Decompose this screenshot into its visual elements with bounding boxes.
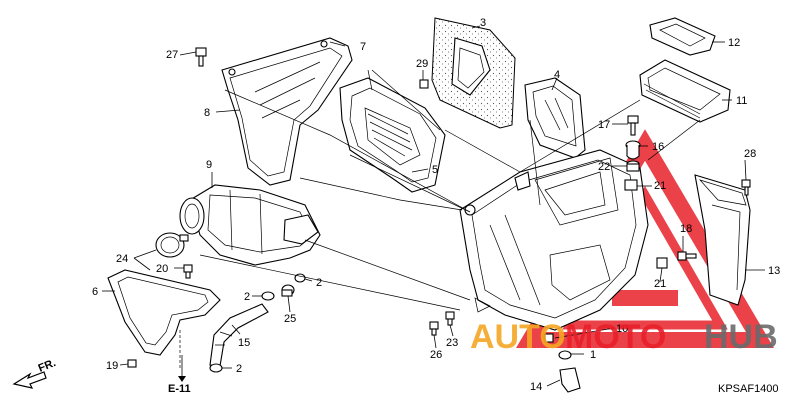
connecting-tube	[179, 184, 321, 266]
gasket	[107, 269, 221, 356]
front-direction-arrow: FR.	[12, 357, 58, 389]
callout-23: 23	[446, 337, 458, 349]
callout-19: 19	[106, 360, 118, 372]
clamp-1	[558, 350, 572, 360]
hose-clip-lower	[209, 363, 223, 373]
washer-21-lower	[656, 257, 668, 269]
air-cleaner-cover	[221, 37, 353, 186]
callout-8: 8	[204, 107, 210, 119]
screw-26	[429, 321, 439, 336]
duct-cap	[649, 17, 716, 56]
bolt-27	[195, 47, 207, 67]
screw-19	[127, 359, 137, 368]
watermark-text: AUTO MOTO HUB	[470, 318, 778, 356]
screw-20	[183, 264, 193, 279]
callout-18: 18	[680, 223, 692, 235]
callout-25: 25	[284, 313, 296, 325]
callout-21-upper: 21	[654, 180, 666, 192]
screw-23	[445, 311, 455, 326]
callout-2-lower: 2	[236, 363, 242, 375]
clip-25	[281, 284, 295, 297]
intake-duct	[639, 59, 731, 123]
callout-2-right: 2	[316, 277, 322, 289]
diagram-code: KPSAF1400	[718, 383, 779, 395]
callout-10: 10	[616, 323, 628, 335]
watermark-word-moto: MOTO	[565, 318, 666, 356]
element-frame	[339, 69, 446, 193]
callout-11: 11	[736, 95, 747, 107]
callout-3: 3	[480, 17, 486, 29]
drain-plug-14	[559, 367, 581, 393]
watermark-word-auto: AUTO	[470, 318, 566, 356]
collar-22	[626, 160, 640, 172]
filter-element	[431, 17, 516, 129]
band-clamp	[155, 232, 189, 258]
callout-28: 28	[744, 148, 756, 160]
reference-label: E-11	[168, 383, 191, 395]
callout-21-lower: 21	[654, 278, 666, 290]
reference-marker: E-11	[168, 355, 191, 395]
callout-4: 4	[554, 69, 560, 81]
leader-lines	[102, 25, 765, 387]
callout-5: 5	[432, 164, 438, 176]
callout-labels: 1 2 2 2 3 4 5 6 7 8 9 10 11 12 13 14 15 …	[92, 17, 780, 393]
callout-12: 12	[728, 37, 740, 49]
duct-frame	[524, 77, 586, 159]
grommet-16	[625, 140, 641, 160]
callout-17: 17	[598, 119, 610, 131]
callout-15: 15	[238, 337, 250, 349]
washer-21-upper	[624, 179, 638, 191]
callout-26: 26	[430, 349, 442, 361]
callout-1: 1	[590, 349, 596, 361]
callout-16: 16	[652, 141, 664, 153]
callout-29: 29	[416, 58, 428, 70]
drain-hose	[209, 303, 269, 367]
callout-14: 14	[530, 381, 542, 393]
clip-2-right	[294, 273, 306, 283]
hose-clip-upper	[261, 291, 275, 301]
nut-29	[419, 79, 429, 89]
callout-7: 7	[360, 41, 366, 53]
callout-9: 9	[206, 159, 212, 171]
callout-22: 22	[598, 161, 610, 173]
callout-27: 27	[166, 49, 178, 61]
clip-10	[544, 333, 554, 343]
watermark-word-hub: HUB	[704, 318, 778, 356]
bolt-17	[627, 115, 639, 136]
callout-13: 13	[768, 265, 780, 277]
bolt-18	[677, 251, 697, 261]
callout-24: 24	[116, 253, 128, 265]
air-cleaner-housing	[459, 149, 649, 331]
callout-20: 20	[156, 263, 168, 275]
front-label: FR.	[37, 357, 58, 375]
callout-6: 6	[92, 286, 98, 298]
callout-2-upper: 2	[244, 291, 250, 303]
